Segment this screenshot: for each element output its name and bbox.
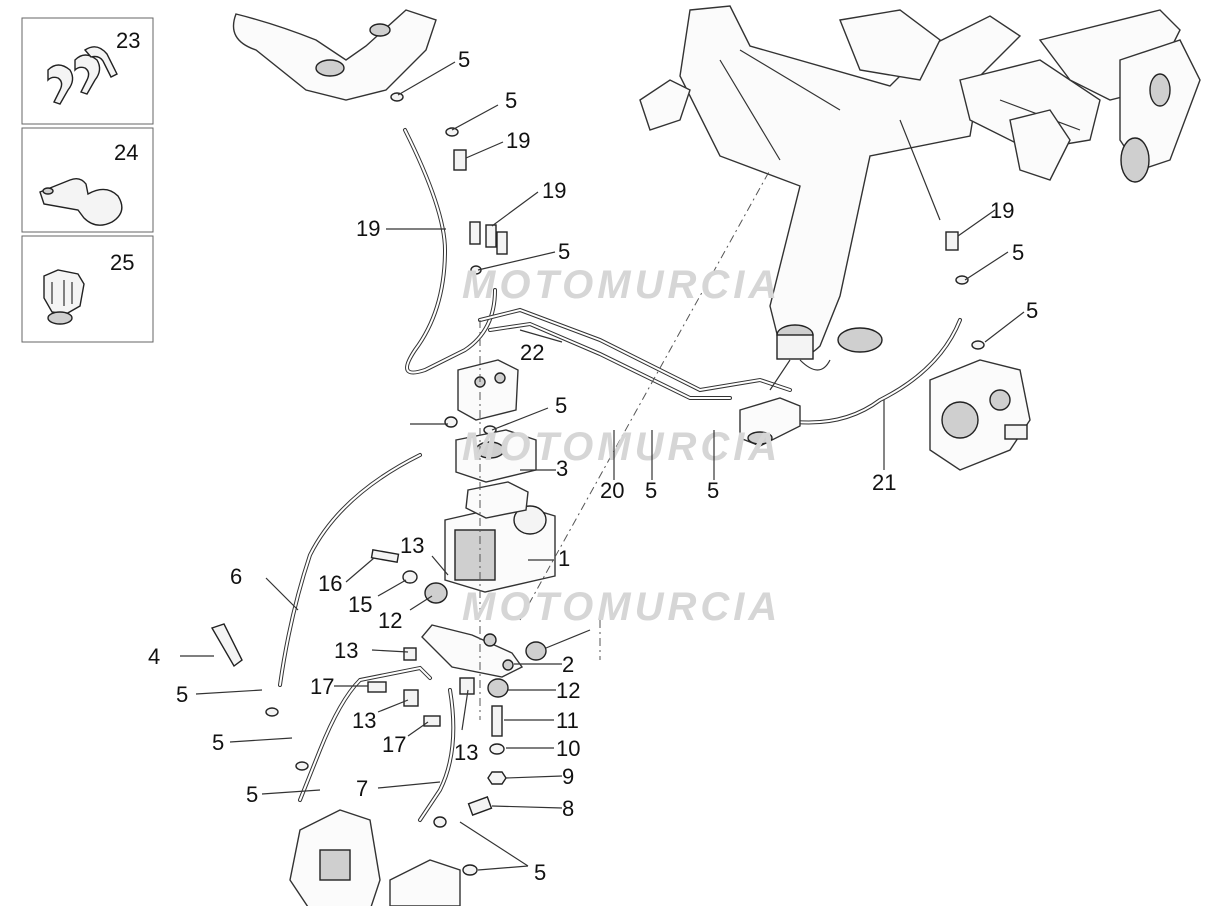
callout-17[interactable]: 17 (382, 732, 406, 757)
motorcycle-frame (639, 5, 1201, 357)
pipe-bracket-icon (39, 177, 123, 226)
sidebar-box-label: 24 (114, 140, 138, 165)
callout-15[interactable]: 15 (348, 592, 372, 617)
callout-7[interactable]: 7 (356, 776, 368, 801)
reference-lines (479, 169, 771, 720)
callout-19[interactable]: 19 (506, 128, 530, 153)
callout-12[interactable]: 12 (378, 608, 402, 633)
callout-13[interactable]: 13 (400, 533, 424, 558)
support-bracket-2 (421, 624, 524, 678)
watermark-text: MOTOMURCIA (462, 263, 781, 307)
front-brake-caliper-right (389, 859, 461, 906)
sidebar-panel: 23 24 25 (21, 17, 154, 343)
brake-fluid-reservoir (769, 324, 831, 391)
callout-13[interactable]: 13 (334, 638, 358, 663)
callout-9[interactable]: 9 (562, 764, 574, 789)
callout-16[interactable]: 16 (318, 571, 342, 596)
callout-5[interactable]: 5 (176, 682, 188, 707)
brake-hose-7 (418, 688, 456, 822)
callout-5[interactable]: 5 (458, 47, 470, 72)
callout-6[interactable]: 6 (230, 564, 242, 589)
rear-brake-caliper (929, 359, 1031, 471)
callout-5[interactable]: 5 (212, 730, 224, 755)
callout-18[interactable]: 19 (356, 216, 380, 241)
abs-modulator-unit-1 (444, 481, 556, 593)
callout-3[interactable]: 3 (556, 456, 568, 481)
hose-connector-icon (43, 269, 85, 325)
callout-5[interactable]: 5 (505, 88, 517, 113)
callout-5[interactable]: 5 (1026, 298, 1038, 323)
callout-5[interactable]: 5 (555, 393, 567, 418)
callout-13[interactable]: 13 (454, 740, 478, 765)
watermark-text: MOTOMURCIA (462, 585, 781, 629)
upper-valve-block (457, 359, 519, 421)
fasteners (210, 92, 985, 876)
hose-clip-icon (47, 46, 118, 105)
sidebar-box-label: 25 (110, 250, 134, 275)
front-brake-caliper-left (289, 809, 381, 906)
callout-19[interactable]: 19 (542, 178, 566, 203)
callout-19[interactable]: 19 (990, 198, 1014, 223)
callout-8[interactable]: 8 (562, 796, 574, 821)
sidebar-box-23[interactable]: 23 (21, 17, 154, 125)
callout-11[interactable]: 11 (556, 708, 579, 733)
callout-labels: 5 5 19 19 19 5 22 5 3 1 19 5 5 21 20 5 5… (148, 47, 1038, 885)
callout-5[interactable]: 5 (246, 782, 258, 807)
callout-5[interactable]: 5 (1012, 240, 1024, 265)
callout-17[interactable]: 17 (310, 674, 334, 699)
sidebar-box-25[interactable]: 25 (21, 235, 154, 343)
callout-10[interactable]: 10 (556, 736, 580, 761)
leader-lines (180, 61, 1025, 871)
callout-2[interactable]: 2 (562, 652, 574, 677)
callout-19[interactable]: 20 (600, 478, 624, 503)
sidebar-box-24[interactable]: 24 (21, 127, 154, 233)
distribution-block-3 (455, 429, 537, 483)
callout-1[interactable]: 1 (558, 546, 570, 571)
callout-4[interactable]: 4 (148, 644, 160, 669)
brake-pipes (278, 128, 962, 822)
watermark-text: MOTOMURCIA (462, 425, 781, 469)
callout-5[interactable]: 5 (707, 478, 719, 503)
watermarks: MOTOMURCIA MOTOMURCIA MOTOMURCIA (462, 263, 781, 629)
rear-master-cylinder (739, 397, 801, 447)
front-brake-lever[interactable] (232, 9, 437, 101)
callout-5[interactable]: 5 (645, 478, 657, 503)
callout-13[interactable]: 13 (352, 708, 376, 733)
callout-12[interactable]: 12 (556, 678, 580, 703)
callout-5[interactable]: 5 (558, 239, 570, 264)
callout-21[interactable]: 22 (520, 340, 544, 365)
callout-20[interactable]: 21 (872, 470, 896, 495)
callout-5[interactable]: 5 (534, 860, 546, 885)
sidebar-box-label: 23 (116, 28, 140, 53)
